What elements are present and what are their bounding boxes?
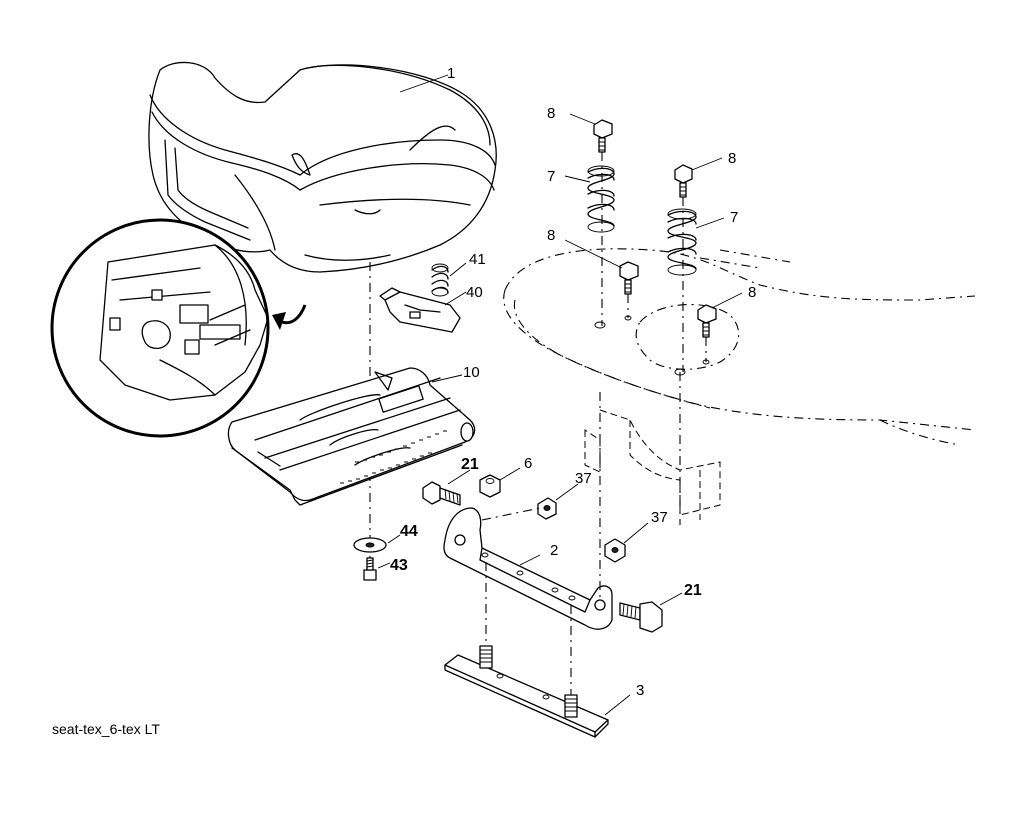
washer-44 — [353, 537, 387, 553]
bolt-21-right — [619, 601, 663, 633]
fender-outline — [503, 248, 976, 446]
callout-37b: 37 — [651, 509, 668, 526]
figure-caption: seat-tex_6-tex LT — [52, 721, 160, 737]
mount-plate-3 — [444, 645, 609, 738]
curved-arrow-icon — [272, 304, 307, 330]
callout-21a: 21 — [461, 456, 479, 473]
callout-40: 40 — [466, 284, 483, 301]
callout-8a: 8 — [547, 105, 555, 122]
callout-8d: 8 — [748, 284, 756, 301]
switch-bracket-40 — [379, 287, 461, 333]
callout-7b: 7 — [730, 209, 738, 226]
bolt-8-mid-right — [697, 304, 717, 338]
callout-7a: 7 — [547, 168, 555, 185]
callout-10: 10 — [463, 364, 480, 381]
callout-21b: 21 — [684, 582, 702, 599]
bolt-8-top-left — [593, 119, 613, 153]
seat-bracket-2 — [443, 507, 613, 630]
nut-6 — [479, 474, 501, 498]
bolt-8-mid-left — [619, 261, 639, 295]
spring-41 — [431, 263, 449, 297]
callout-43: 43 — [390, 557, 408, 574]
nut-37-upper — [537, 497, 557, 520]
callout-37a: 37 — [575, 470, 592, 487]
callout-1: 1 — [447, 65, 455, 82]
callout-3: 3 — [636, 682, 644, 699]
callout-8b: 8 — [728, 150, 736, 167]
seat — [148, 61, 497, 273]
spring-7-left — [587, 165, 615, 233]
callout-41: 41 — [469, 251, 486, 268]
seat-plate-10 — [227, 367, 476, 506]
nut-37-lower — [604, 538, 626, 563]
detail-circle — [50, 218, 270, 438]
spring-7-right — [667, 208, 697, 276]
frame-bracket — [584, 409, 721, 520]
callout-6: 6 — [524, 455, 532, 472]
bolt-21-left — [422, 481, 461, 506]
bolt-43 — [363, 557, 377, 581]
callout-2: 2 — [550, 542, 558, 559]
callout-8c: 8 — [547, 227, 555, 244]
callout-44: 44 — [400, 523, 418, 540]
bolt-8-top-right — [674, 164, 693, 198]
